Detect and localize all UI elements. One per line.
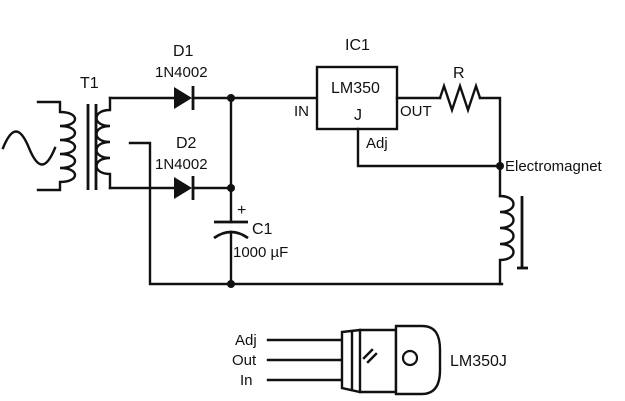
sine-wave-icon: [1, 130, 57, 166]
electromagnet-coil: [498, 194, 515, 286]
resistor-label: R: [453, 65, 465, 82]
transformer-t1: T1: [36, 75, 112, 192]
diode-d2: D2 1N4002: [108, 135, 233, 200]
regulator-suffix: J: [354, 107, 362, 124]
diode-d1-symbol: [174, 87, 192, 109]
package-mounting-hole: [401, 349, 419, 367]
capacitor-value: 1000 µF: [233, 244, 288, 261]
package-pin-in: In: [240, 372, 253, 389]
package-part: LM350J: [450, 353, 507, 370]
resistor-r: R: [395, 65, 502, 198]
capacitor-ref: C1: [252, 221, 273, 238]
package-pin-out: Out: [232, 352, 257, 369]
capacitor-polarity: +: [237, 202, 246, 219]
transformer-primary-coil: [36, 100, 77, 192]
center-tap-wire: [128, 141, 504, 286]
adj-wire: [356, 127, 502, 168]
regulator-pin-out: OUT: [400, 103, 432, 120]
regulator-ic1: IC1 LM350 J IN OUT Adj: [294, 37, 502, 168]
diode-d2-ref: D2: [176, 135, 197, 152]
diode-d2-part: 1N4002: [155, 156, 208, 173]
transformer-secondary-coil: [95, 96, 112, 190]
electromagnet-label: Electromagnet: [505, 158, 603, 175]
regulator-pin-adj: Adj: [366, 135, 388, 152]
package-pin-adj: Adj: [235, 332, 257, 349]
regulator-package: Adj Out In LM350J: [232, 324, 507, 396]
diode-d2-symbol: [174, 177, 192, 199]
regulator-ref: IC1: [345, 37, 370, 54]
diode-d1-part: 1N4002: [155, 64, 208, 81]
resistor-symbol: [438, 82, 482, 114]
electromagnet: Electromagnet: [498, 158, 603, 286]
regulator-pin-in: IN: [294, 103, 309, 120]
package-tab: [394, 324, 442, 396]
diode-d1-ref: D1: [173, 43, 194, 60]
regulator-part: LM350: [331, 80, 380, 97]
ac-source: [1, 130, 57, 166]
capacitor-c1: + C1 1000 µF: [213, 96, 288, 286]
transformer-label: T1: [80, 75, 99, 92]
diode-d1: D1 1N4002: [108, 43, 319, 110]
